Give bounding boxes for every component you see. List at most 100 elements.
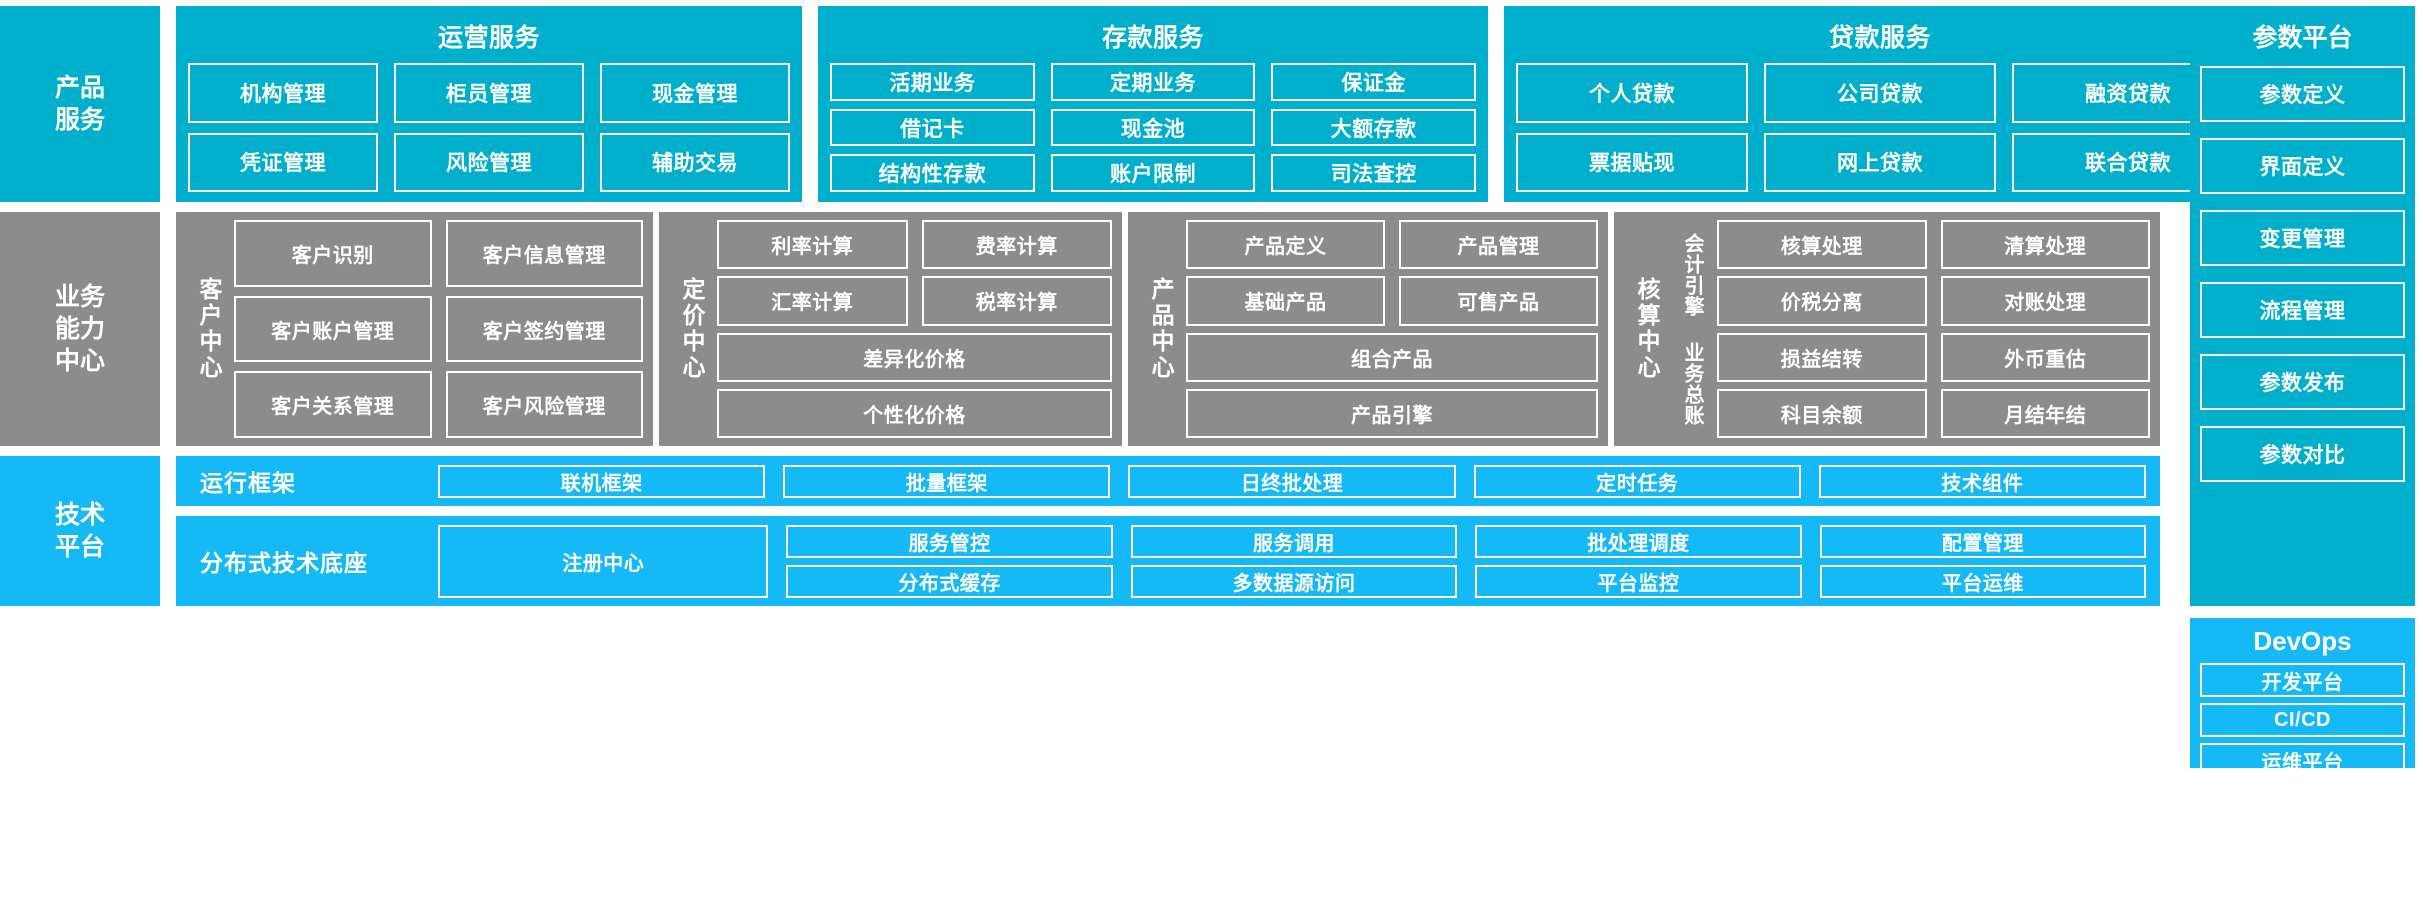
rail-product-services: 产品服务 bbox=[0, 6, 160, 202]
center-cell-customer-account-management[interactable]: 客户账户管理 bbox=[234, 295, 432, 363]
service-cell-org-management[interactable]: 机构管理 bbox=[188, 63, 378, 123]
service-cell-cash-pool[interactable]: 现金池 bbox=[1050, 108, 1256, 147]
center-cell-month-year-end-closing[interactable]: 月结年结 bbox=[1940, 388, 2150, 438]
tech-strip-label-distributed-foundation: 分布式技术底座 bbox=[200, 550, 368, 576]
parameter-platform-title: 参数平台 bbox=[2252, 24, 2353, 52]
service-cell-auxiliary-transaction[interactable]: 辅助交易 bbox=[600, 132, 790, 192]
center-row: 产品定义 产品管理 bbox=[1186, 220, 1598, 270]
service-cell-account-restriction[interactable]: 账户限制 bbox=[1050, 154, 1256, 193]
center-cell-foreign-currency-revaluation[interactable]: 外币重估 bbox=[1940, 332, 2150, 382]
spacer bbox=[160, 6, 176, 202]
center-cell-accounting-processing[interactable]: 核算处理 bbox=[1717, 220, 1927, 270]
tech-cell-scheduled-task[interactable]: 定时任务 bbox=[1473, 464, 1801, 498]
center-cell-differentiated-pricing[interactable]: 差异化价格 bbox=[717, 332, 1112, 382]
service-cell-personal-loan[interactable]: 个人贷款 bbox=[1516, 63, 1748, 123]
accounting-subgroup-labels: 会计引擎 业务总账 bbox=[1672, 220, 1713, 438]
parameter-item-parameter-comparison[interactable]: 参数对比 bbox=[2200, 426, 2405, 482]
tech-cell-configuration-management[interactable]: 配置管理 bbox=[1819, 524, 2147, 558]
center-row: 汇率计算 税率计算 bbox=[717, 276, 1112, 326]
tech-cell-distributed-cache[interactable]: 分布式缓存 bbox=[786, 564, 1113, 598]
center-accounting-label: 核算中心 bbox=[1634, 277, 1660, 381]
tech-cell-multi-datasource-access[interactable]: 多数据源访问 bbox=[1130, 564, 1458, 598]
service-cell-structured-deposit[interactable]: 结构性存款 bbox=[830, 154, 1035, 193]
panel-parameter-platform: 参数平台 参数定义 界面定义 变更管理 流程管理 参数发布 参数对比 bbox=[2190, 6, 2415, 606]
center-accounting: 核算中心 会计引擎 业务总账 核算处理 清算处理 价税分离 对账处理 损益结转 … bbox=[1614, 212, 2160, 446]
center-cell-basic-product[interactable]: 基础产品 bbox=[1186, 276, 1385, 326]
service-cell-teller-management[interactable]: 柜员管理 bbox=[394, 63, 584, 123]
center-cell-profit-loss-carryover[interactable]: 损益结转 bbox=[1717, 332, 1927, 382]
panel-devops: DevOps 开发平台 CI/CD 运维平台 bbox=[2190, 618, 2415, 777]
service-cell-voucher-management[interactable]: 凭证管理 bbox=[188, 132, 378, 192]
center-cell-fee-rate-calculation[interactable]: 费率计算 bbox=[921, 220, 1112, 270]
service-cell-demand-deposit[interactable]: 活期业务 bbox=[830, 63, 1035, 101]
center-cell-price-tax-separation[interactable]: 价税分离 bbox=[1717, 276, 1927, 326]
service-cell-cash-management[interactable]: 现金管理 bbox=[600, 63, 790, 123]
spacer bbox=[160, 212, 176, 446]
center-cell-product-definition[interactable]: 产品定义 bbox=[1186, 220, 1385, 270]
parameter-item-change-management[interactable]: 变更管理 bbox=[2200, 210, 2405, 266]
rail-business-capability-center-label: 业务能力中心 bbox=[54, 283, 105, 375]
tech-cell-service-governance[interactable]: 服务管控 bbox=[786, 524, 1113, 558]
center-cell-product-management[interactable]: 产品管理 bbox=[1399, 220, 1598, 270]
center-cell-composite-product[interactable]: 组合产品 bbox=[1186, 332, 1598, 382]
group-loan-services: 贷款服务 个人贷款 公司贷款 融资贷款 票据贴现 网上贷款 联合贷款 bbox=[1504, 6, 2256, 202]
tech-cell-batch-framework[interactable]: 批量框架 bbox=[783, 464, 1111, 498]
group-title-operation-services: 运营服务 bbox=[437, 24, 540, 52]
tech-cell-registry-center[interactable]: 注册中心 bbox=[438, 524, 769, 598]
center-cell-reconciliation-processing[interactable]: 对账处理 bbox=[1940, 276, 2150, 326]
service-row: 票据贴现 网上贷款 联合贷款 bbox=[1516, 132, 2244, 192]
tech-cell-service-invocation[interactable]: 服务调用 bbox=[1130, 524, 1458, 558]
center-row: 差异化价格 bbox=[717, 332, 1112, 382]
tech-strip-distributed-foundation: 分布式技术底座 注册中心 服务管控 分布式缓存 服务调用 多数据源访问 批处理调… bbox=[176, 516, 2160, 606]
service-cell-debit-card[interactable]: 借记卡 bbox=[830, 108, 1035, 147]
parameter-item-parameter-release[interactable]: 参数发布 bbox=[2200, 354, 2405, 410]
tech-cell-technical-components[interactable]: 技术组件 bbox=[1818, 464, 2147, 498]
tech-cell-platform-operations[interactable]: 平台运维 bbox=[1819, 564, 2147, 598]
tech-cell-platform-monitoring[interactable]: 平台监控 bbox=[1475, 564, 1802, 598]
accounting-sublabel-accounting-engine: 会计引擎 bbox=[1681, 232, 1703, 317]
center-cell-sellable-product[interactable]: 可售产品 bbox=[1399, 276, 1598, 326]
center-row: 利率计算 费率计算 bbox=[717, 220, 1112, 270]
devops-item-dev-platform[interactable]: 开发平台 bbox=[2200, 663, 2405, 697]
center-product-label: 产品中心 bbox=[1148, 277, 1174, 381]
service-cell-time-deposit[interactable]: 定期业务 bbox=[1050, 63, 1256, 101]
devops-item-cicd[interactable]: CI/CD bbox=[2200, 703, 2405, 737]
center-cell-customer-identification[interactable]: 客户识别 bbox=[234, 220, 432, 287]
spacer bbox=[160, 456, 176, 606]
service-cell-judicial-control[interactable]: 司法查控 bbox=[1271, 154, 1477, 193]
center-cell-tax-rate-calculation[interactable]: 税率计算 bbox=[921, 276, 1112, 326]
rail-technical-platform: 技术平台 bbox=[0, 456, 160, 606]
center-cell-product-engine[interactable]: 产品引擎 bbox=[1186, 388, 1598, 438]
service-cell-large-deposit[interactable]: 大额存款 bbox=[1271, 108, 1477, 147]
devops-item-ops-platform[interactable]: 运维平台 bbox=[2200, 743, 2405, 777]
service-cell-margin-deposit[interactable]: 保证金 bbox=[1271, 63, 1477, 101]
tech-cell-online-framework[interactable]: 联机框架 bbox=[438, 464, 766, 498]
center-cell-customer-relationship-management[interactable]: 客户关系管理 bbox=[234, 371, 432, 439]
accounting-sublabel-general-ledger: 业务总账 bbox=[1681, 341, 1703, 426]
tech-cell-end-of-day-batch[interactable]: 日终批处理 bbox=[1128, 464, 1456, 498]
parameter-item-ui-definition[interactable]: 界面定义 bbox=[2200, 138, 2405, 194]
service-row: 活期业务 定期业务 保证金 bbox=[830, 63, 1477, 101]
center-cell-interest-rate-calculation[interactable]: 利率计算 bbox=[717, 220, 908, 270]
service-cell-bill-discount[interactable]: 票据贴现 bbox=[1516, 132, 1748, 192]
service-cell-corporate-loan[interactable]: 公司贷款 bbox=[1764, 63, 1996, 123]
tech-cell-pair: 配置管理 平台运维 bbox=[1819, 524, 2147, 598]
service-cell-online-loan[interactable]: 网上贷款 bbox=[1764, 132, 1996, 192]
center-cell-customer-risk-management[interactable]: 客户风险管理 bbox=[445, 371, 643, 439]
service-row: 凭证管理 风险管理 辅助交易 bbox=[188, 132, 790, 192]
service-row: 机构管理 柜员管理 现金管理 bbox=[188, 63, 790, 123]
center-cell-settlement-processing[interactable]: 清算处理 bbox=[1940, 220, 2150, 270]
service-cell-risk-management[interactable]: 风险管理 bbox=[394, 132, 584, 192]
center-cell-account-balance[interactable]: 科目余额 bbox=[1717, 388, 1927, 438]
tech-strip-runtime-framework: 运行框架 联机框架 批量框架 日终批处理 定时任务 技术组件 bbox=[176, 456, 2160, 506]
center-cell-personalized-pricing[interactable]: 个性化价格 bbox=[717, 388, 1112, 438]
center-cell-exchange-rate-calculation[interactable]: 汇率计算 bbox=[717, 276, 908, 326]
rail-product-services-label: 产品服务 bbox=[54, 74, 105, 134]
center-customer: 客户中心 客户识别 客户信息管理 客户账户管理 客户签约管理 客户关系管理 客户… bbox=[176, 212, 653, 446]
center-cell-customer-info-management[interactable]: 客户信息管理 bbox=[445, 220, 643, 287]
parameter-item-parameter-definition[interactable]: 参数定义 bbox=[2200, 66, 2405, 122]
tech-cell-pair: 服务管控 分布式缓存 bbox=[786, 524, 1113, 598]
tech-cell-batch-scheduling[interactable]: 批处理调度 bbox=[1475, 524, 1802, 558]
parameter-item-process-management[interactable]: 流程管理 bbox=[2200, 282, 2405, 338]
center-cell-customer-contract-management[interactable]: 客户签约管理 bbox=[445, 295, 643, 363]
